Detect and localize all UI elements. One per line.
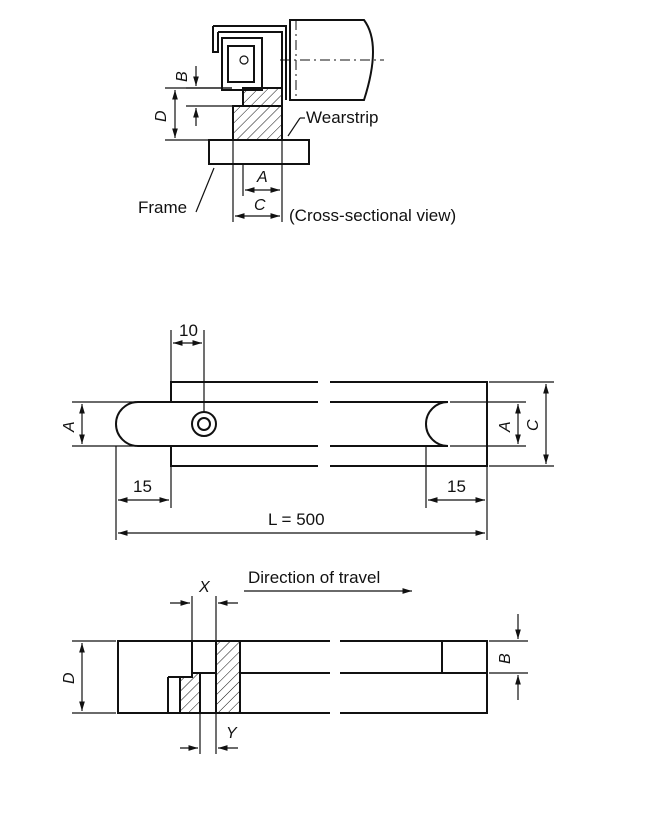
cross-dim-B: B — [174, 71, 191, 82]
dim-Y: Y — [226, 725, 238, 742]
bolt-head-hole — [191, 640, 217, 674]
side-dim-B: B — [497, 653, 514, 664]
dim-X: X — [198, 579, 211, 596]
top-right-groove — [425, 401, 449, 447]
side-dim-D: D — [61, 672, 78, 684]
wearstrip-section — [232, 87, 283, 141]
top-view: 10 A A C 15 15 L = 500 — [61, 321, 554, 540]
side-right-body — [340, 640, 488, 714]
direction-of-travel-label: Direction of travel — [248, 568, 380, 587]
top-dim-A-right: A — [497, 421, 514, 433]
cross-section-view: D B A C Wearstrip Frame (Cross-sectional… — [138, 19, 456, 225]
dim-10: 10 — [179, 321, 198, 340]
conveyor-roller — [289, 19, 374, 101]
top-left-tongue — [115, 401, 318, 447]
top-left-body — [170, 381, 318, 467]
dim-L-500: L = 500 — [268, 510, 325, 529]
chain-pin — [239, 55, 249, 65]
top-dim-C: C — [525, 419, 542, 431]
wearstrip-label: Wearstrip — [306, 108, 378, 127]
fixing-hole-inner — [197, 417, 211, 431]
dim-15-right: 15 — [447, 477, 466, 496]
frame-label: Frame — [138, 198, 187, 217]
top-dim-A-left: A — [61, 421, 78, 433]
cross-dim-A: A — [256, 169, 268, 186]
frame-section — [208, 139, 310, 165]
side-view: Direction of travel X Y D — [61, 568, 528, 754]
cross-dim-C: C — [254, 197, 266, 214]
bolt-shank-hole — [199, 672, 217, 714]
chain-bracket — [212, 25, 287, 100]
dim-15-left: 15 — [133, 477, 152, 496]
chain-link-inner — [227, 45, 255, 83]
cross-dim-D: D — [153, 110, 170, 122]
top-right-body — [330, 381, 488, 467]
cross-sectional-view-label: (Cross-sectional view) — [289, 206, 456, 225]
fixing-hole-outer — [191, 411, 217, 437]
